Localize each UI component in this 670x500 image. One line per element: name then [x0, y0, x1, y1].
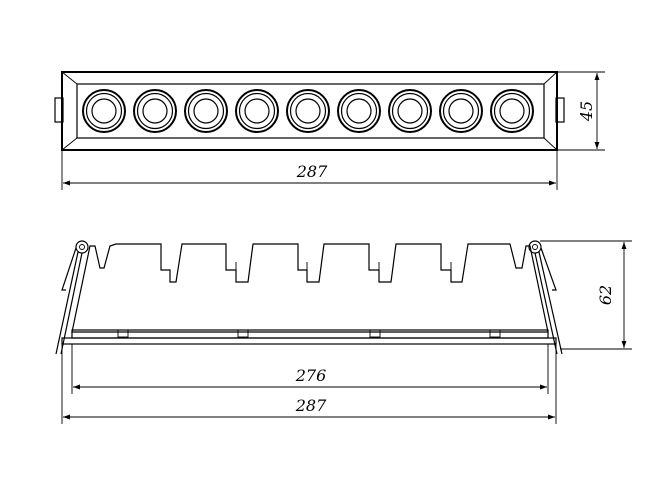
lens [439, 89, 483, 133]
dim-label-45: 45 [577, 101, 596, 122]
lens [184, 89, 228, 133]
dimension-287-bottom: 287 [61, 344, 557, 424]
dimension-276: 276 [71, 344, 549, 394]
left-spring-clip [55, 240, 89, 355]
dim-label-276: 276 [295, 366, 327, 385]
side-view [55, 240, 563, 355]
lens [337, 89, 381, 133]
dimension-287-top: 287 [61, 150, 558, 190]
lens [133, 89, 177, 133]
outer-frame [61, 71, 558, 151]
base-rail [71, 329, 549, 339]
inner-frame [76, 83, 545, 139]
reflector-profile [71, 243, 549, 333]
dim-label-287-top: 287 [296, 162, 328, 181]
lens [490, 89, 534, 133]
lens [82, 89, 126, 133]
dimension-45: 45 [557, 71, 605, 151]
lens-array [82, 89, 534, 133]
right-spring-clip [528, 240, 563, 355]
lens [388, 89, 432, 133]
top-view [54, 71, 565, 151]
lens [286, 89, 330, 133]
base-plate [61, 337, 557, 345]
dim-label-287-bottom: 287 [295, 396, 327, 415]
lens [235, 89, 279, 133]
dimension-62: 62 [540, 240, 632, 350]
dim-label-62: 62 [596, 285, 615, 305]
